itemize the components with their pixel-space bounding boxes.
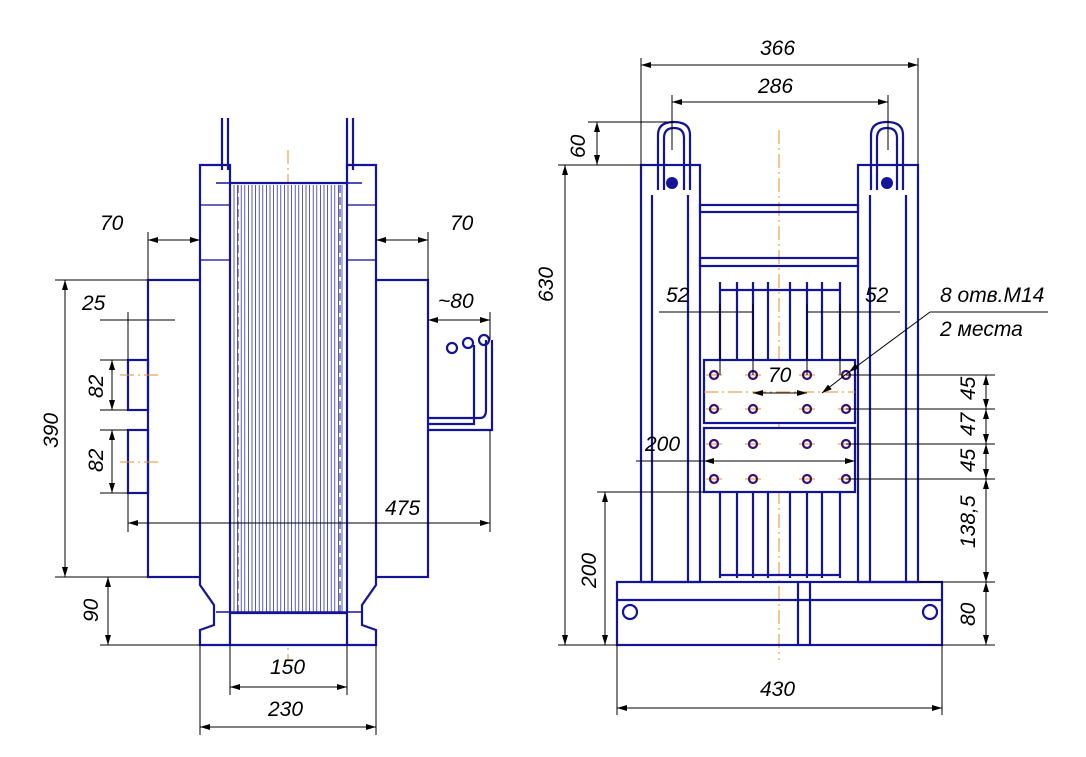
dim-row-1: 45	[957, 376, 980, 400]
bolt-hole	[747, 438, 759, 450]
left-column	[639, 163, 702, 584]
lead-eye	[445, 341, 459, 355]
dim-row-gap: 47	[957, 411, 980, 436]
front-dimensions: 366 286 60 630 52 52 70 8 отв.M14 2 мест…	[535, 37, 1048, 715]
dim-coil-height: 390	[40, 413, 63, 448]
dim-overall-width: 366	[760, 37, 795, 60]
lead-eye	[461, 336, 475, 350]
dim-left-gap: 70	[100, 212, 124, 235]
bolt-hole	[708, 438, 720, 450]
dim-base-height: 80	[957, 602, 980, 626]
dim-core-width: 150	[270, 656, 305, 679]
left-clamp-slot	[199, 204, 231, 261]
upper-crossbar	[698, 203, 860, 214]
base-channel	[615, 580, 944, 647]
dim-lead-offset: ~80	[438, 290, 474, 313]
bolt-hole	[747, 473, 759, 485]
bolt-hole	[708, 403, 720, 415]
dim-row-2: 45	[957, 448, 980, 472]
busbars	[718, 282, 842, 578]
dim-plate-height-from-base: 200	[578, 553, 601, 589]
side-view: 70 70 25 ~80 390 82 82 475	[40, 118, 494, 735]
lifting-eye-right	[869, 120, 905, 190]
bolt-hole	[801, 403, 813, 415]
dim-terminal-upper: 82	[85, 374, 108, 398]
side-dimensions: 70 70 25 ~80 390 82 82 475	[40, 212, 491, 735]
dim-plate-width: 200	[644, 433, 680, 456]
base-split	[796, 582, 812, 645]
lower-crossbar	[698, 256, 860, 268]
eye-bolt-right	[881, 177, 893, 189]
side-leads	[428, 340, 494, 432]
dim-terminal-depth: 25	[81, 292, 106, 315]
front-view: 366 286 60 630 52 52 70 8 отв.M14 2 мест…	[535, 37, 1048, 715]
bolt-hole	[708, 473, 720, 485]
right-column	[856, 163, 920, 584]
core-laminations	[233, 185, 343, 612]
dim-eye-spacing: 286	[757, 75, 793, 98]
lead-eye	[477, 333, 491, 347]
right-clamp-slot	[346, 204, 377, 261]
base-bolt-left	[621, 603, 639, 621]
dim-foot-width: 230	[267, 698, 303, 721]
dim-hole-pitch: 70	[768, 364, 792, 387]
base-bolt-right	[921, 603, 939, 621]
terminal-upper	[126, 358, 150, 412]
bolt-hole	[747, 403, 759, 415]
eye-bolt-left	[666, 177, 678, 189]
dim-terminal-lower: 82	[85, 448, 108, 472]
dim-overall-width: 475	[385, 497, 420, 520]
note-places: 2 места	[939, 318, 1023, 341]
dim-base-width: 430	[760, 678, 795, 701]
bolt-hole	[801, 438, 813, 450]
dim-right-gap: 70	[450, 212, 474, 235]
dim-foot-height: 90	[80, 598, 103, 622]
dim-bus-right: 52	[865, 284, 889, 307]
dim-overall-height: 630	[535, 267, 558, 302]
dim-bus-left: 52	[666, 284, 690, 307]
bolt-hole	[801, 473, 813, 485]
dim-plate-bottom: 138,5	[957, 495, 980, 548]
dim-eye-height: 60	[567, 134, 590, 158]
terminal-plate-lower	[702, 426, 857, 494]
top-leads	[220, 118, 355, 170]
bolt-hole	[708, 369, 720, 381]
note-holes: 8 отв.M14	[940, 284, 1044, 307]
